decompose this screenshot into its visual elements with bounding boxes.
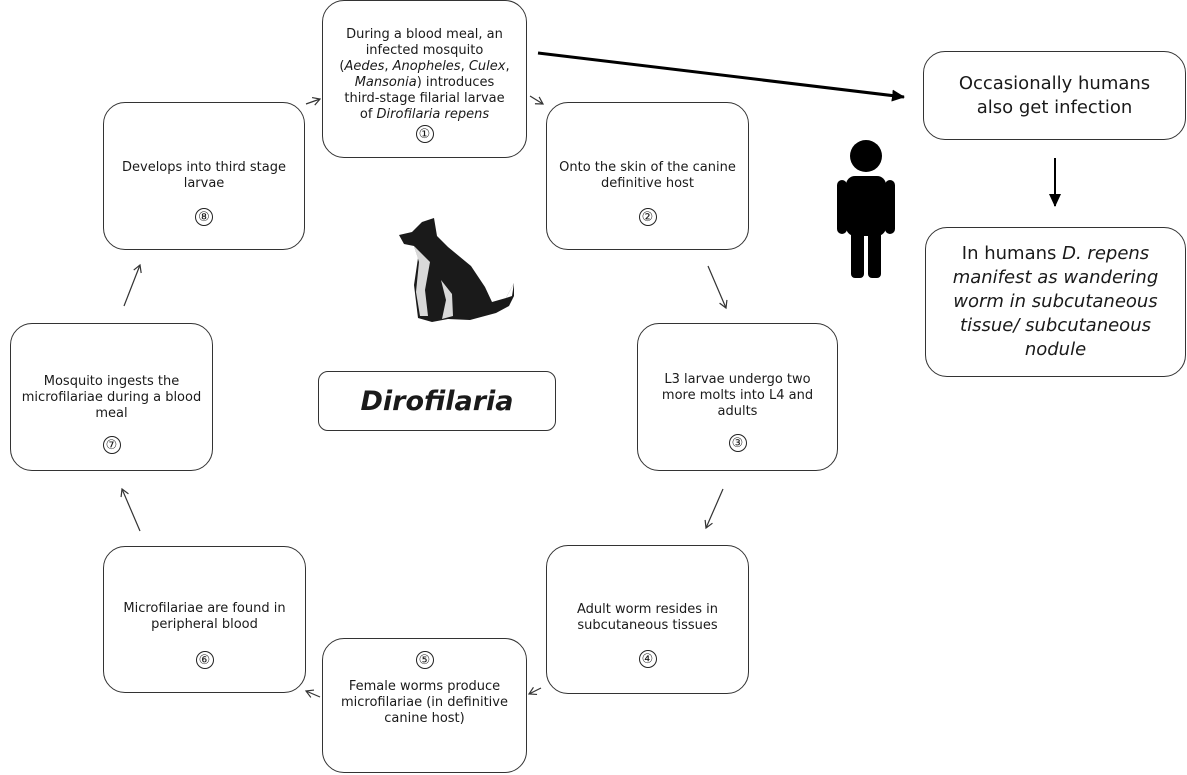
step-7-number: ⑦	[102, 436, 121, 454]
step-8-number: ⑧	[195, 208, 213, 226]
arrow-3-to-4	[704, 488, 724, 530]
human-manifest-box: In humans D. repens manifest as wanderin…	[925, 227, 1186, 377]
human-silhouette-icon	[837, 140, 895, 278]
step-5-box: ⑤ Female worms produce microfilariae (in…	[322, 638, 527, 773]
step-8-text: Develops into third stage larvae	[122, 160, 286, 191]
arrow-2-to-3	[707, 265, 728, 310]
step-2-text: Onto the skin of the canine definitive h…	[559, 160, 736, 191]
step-3-box: L3 larvae undergo two more molts into L4…	[637, 323, 838, 471]
step-6-number: ⑥	[195, 651, 214, 669]
human-infection-text: Occasionally humans also get infection	[958, 72, 1151, 118]
step-4-box: Adult worm resides in subcutaneous tissu…	[546, 545, 749, 694]
step-1-text: During a blood meal, an infected mosquit…	[339, 27, 510, 122]
step-2-box: Onto the skin of the canine definitive h…	[546, 102, 749, 250]
step-4-text: Adult worm resides in subcutaneous tissu…	[577, 602, 718, 633]
arrow-1-to-2	[529, 95, 545, 105]
arrow-5-to-6	[304, 689, 321, 698]
step-4-number: ④	[638, 650, 657, 668]
step-1-box: During a blood meal, an infected mosquit…	[322, 0, 527, 158]
step-6-text: Microfilariae are found in peripheral bl…	[123, 601, 286, 632]
step-7-text: Mosquito ingests the microfilariae durin…	[21, 374, 202, 421]
arrow-to-humans	[537, 51, 905, 102]
diagram-title: Dirofilaria	[318, 371, 556, 431]
step-7-box: Mosquito ingests the microfilariae durin…	[10, 323, 213, 471]
arrow-6-to-7	[120, 487, 141, 532]
human-manifest-text: In humans D. repens manifest as wanderin…	[952, 243, 1159, 360]
arrow-7-to-8	[123, 263, 142, 307]
arrow-8-to-1	[305, 96, 322, 106]
step-2-number: ②	[638, 208, 657, 226]
arrow-4-to-5	[527, 686, 542, 696]
step-3-number: ③	[728, 434, 747, 452]
step-5-number: ⑤	[415, 651, 434, 669]
step-8-box: Develops into third stage larvae ⑧	[103, 102, 305, 250]
step-5-text: Female worms produce microfilariae (in d…	[340, 679, 508, 726]
step-6-box: Microfilariae are found in peripheral bl…	[103, 546, 306, 693]
step-3-text: L3 larvae undergo two more molts into L4…	[661, 372, 814, 419]
step-1-number: ①	[415, 125, 434, 143]
human-infection-box: Occasionally humans also get infection	[923, 51, 1186, 140]
dog-icon	[399, 218, 514, 322]
